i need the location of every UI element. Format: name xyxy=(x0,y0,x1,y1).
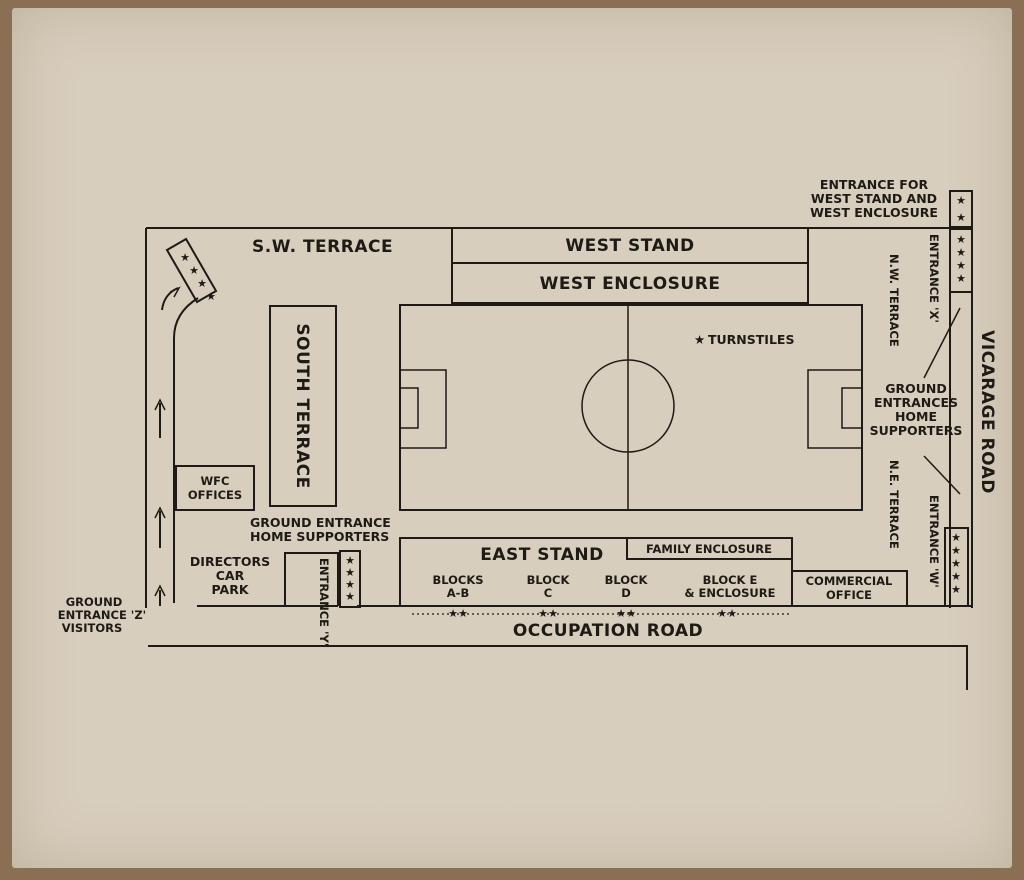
ground-entrance-z-line3: VISITORS xyxy=(62,621,123,635)
goal-area-north xyxy=(841,387,863,429)
nw-terrace-label: N.W. TERRACE xyxy=(887,254,901,347)
turnstile-star-icon: ★ xyxy=(345,566,355,579)
turnstile-star-icon: ★ xyxy=(197,277,207,290)
commercial-office-line2: OFFICE xyxy=(826,588,872,602)
directors-line2: CAR xyxy=(216,568,245,583)
occupation-road-line xyxy=(148,645,968,690)
turnstile-star-icon: ★ xyxy=(956,259,966,272)
wfc-offices-label-2: OFFICES xyxy=(188,488,242,502)
ticket-card: ★★★★★★★★★★★★★★★★★★★★★★★★★★★ S.W. TERRACE… xyxy=(12,8,1012,868)
turnstile-star-icon: ★ xyxy=(345,590,355,603)
turnstiles-star-icon: ★ xyxy=(694,332,705,347)
centre-circle xyxy=(581,359,675,453)
turnstile-star-icon: ★ xyxy=(206,290,216,303)
pointer-entrance-x xyxy=(923,307,961,379)
sw-terrace-label: S.W. TERRACE xyxy=(252,237,393,257)
arrow-head-top xyxy=(169,286,181,298)
ground-entrances-line2: ENTRANCES xyxy=(874,395,958,410)
turnstile-star-icon: ★ xyxy=(956,272,966,285)
turnstile-star-icon: ★ xyxy=(616,607,626,620)
entrance-x-label: ENTRANCE 'X' xyxy=(927,234,941,323)
entrance-w-label: ENTRANCE 'W' xyxy=(927,495,941,588)
turnstile-star-icon: ★ xyxy=(180,251,190,264)
blocks-ab-line1: BLOCKS xyxy=(432,573,483,587)
entrance-west-line3: WEST ENCLOSURE xyxy=(810,205,938,220)
commercial-office-line1: COMMERCIAL xyxy=(806,574,893,588)
turnstile-box-west-entrance xyxy=(949,190,973,228)
penalty-area-south xyxy=(399,369,447,449)
turnstile-box-entrance-x xyxy=(949,228,973,293)
ground-entrance-home-line2: HOME SUPPORTERS xyxy=(250,529,389,544)
wfc-offices-block xyxy=(175,465,255,511)
stadium-map: ★★★★★★★★★★★★★★★★★★★★★★★★★★★ S.W. TERRACE… xyxy=(58,177,997,690)
directors-line1: DIRECTORS xyxy=(190,554,270,569)
turnstile-star-icon: ★ xyxy=(951,531,961,544)
blocks-ab-line2: A-B xyxy=(447,586,469,600)
turnstile-star-icon: ★ xyxy=(626,607,636,620)
turnstile-star-icon: ★ xyxy=(956,211,966,224)
pointer-entrance-w xyxy=(923,455,961,495)
west-stand-label: WEST STAND xyxy=(565,236,694,256)
occupation-road-label: OCCUPATION ROAD xyxy=(513,621,703,641)
west-enclosure-block xyxy=(451,262,809,304)
turnstile-star-icon: ★ xyxy=(956,233,966,246)
block-d-line1: BLOCK xyxy=(605,573,649,587)
penalty-area-north xyxy=(807,369,863,449)
ground-entrance-home-line1: GROUND ENTRANCE xyxy=(250,515,391,530)
ground-entrances-line4: SUPPORTERS xyxy=(870,423,963,438)
visitors-route-line xyxy=(173,297,199,603)
entrance-west-line1: ENTRANCE FOR xyxy=(820,177,929,192)
south-terrace-label: SOUTH TERRACE xyxy=(292,323,312,488)
turnstile-box-entrance-y xyxy=(339,550,361,608)
turnstile-star-icon: ★ xyxy=(345,554,355,567)
block-c-line2: C xyxy=(544,586,552,600)
arrow-up-3-head xyxy=(154,584,166,597)
turnstile-box-sw xyxy=(165,237,218,304)
turnstiles-legend-label: TURNSTILES xyxy=(708,332,794,347)
block-d-line2: D xyxy=(621,586,631,600)
vicarage-road-label: VICARAGE ROAD xyxy=(977,330,997,494)
ne-terrace-label: N.E. TERRACE xyxy=(887,460,901,549)
ground-entrances-line1: GROUND xyxy=(885,381,947,396)
turnstile-star-icon: ★ xyxy=(189,264,199,277)
turnstile-star-icon: ★ xyxy=(951,570,961,583)
directors-line3: PARK xyxy=(212,582,250,597)
block-c-line1: BLOCK xyxy=(527,573,571,587)
turnstile-star-icon: ★ xyxy=(951,583,961,596)
turnstile-star-icon: ★ xyxy=(345,578,355,591)
family-enclosure-block xyxy=(626,537,793,560)
ground-entrances-line3: HOME xyxy=(895,409,937,424)
turnstile-star-icon: ★ xyxy=(956,194,966,207)
turnstile-box-entrance-w xyxy=(944,527,969,607)
turnstile-star-icon: ★ xyxy=(956,246,966,259)
turnstile-star-icon: ★ xyxy=(951,557,961,570)
turnstile-star-icon: ★ xyxy=(951,544,961,557)
arrow-up-1-head xyxy=(154,398,166,411)
ground-entrance-z-line1: GROUND xyxy=(66,595,123,609)
entrance-y-label: ENTRANCE 'Y' xyxy=(317,558,331,646)
entrance-y-outline xyxy=(284,552,339,606)
block-e-line1: BLOCK E xyxy=(703,573,758,587)
block-e-line2: & ENCLOSURE xyxy=(685,586,776,600)
arrow-up-2-head xyxy=(154,506,166,519)
entrance-west-line2: WEST STAND AND xyxy=(811,191,937,206)
east-stand-label: EAST STAND xyxy=(480,545,604,565)
ground-entrance-z-line2: ENTRANCE 'Z' xyxy=(58,608,146,622)
south-terrace-block xyxy=(269,305,337,507)
family-enclosure-label: FAMILY ENCLOSURE xyxy=(646,542,772,556)
wfc-offices-label-1: WFC xyxy=(201,474,230,488)
goal-area-south xyxy=(399,387,419,429)
west-enclosure-label: WEST ENCLOSURE xyxy=(540,274,721,294)
turnstile-stars: ★★★★★★★★★★★★★★★★★★★★★★★★★★★ xyxy=(180,194,966,620)
